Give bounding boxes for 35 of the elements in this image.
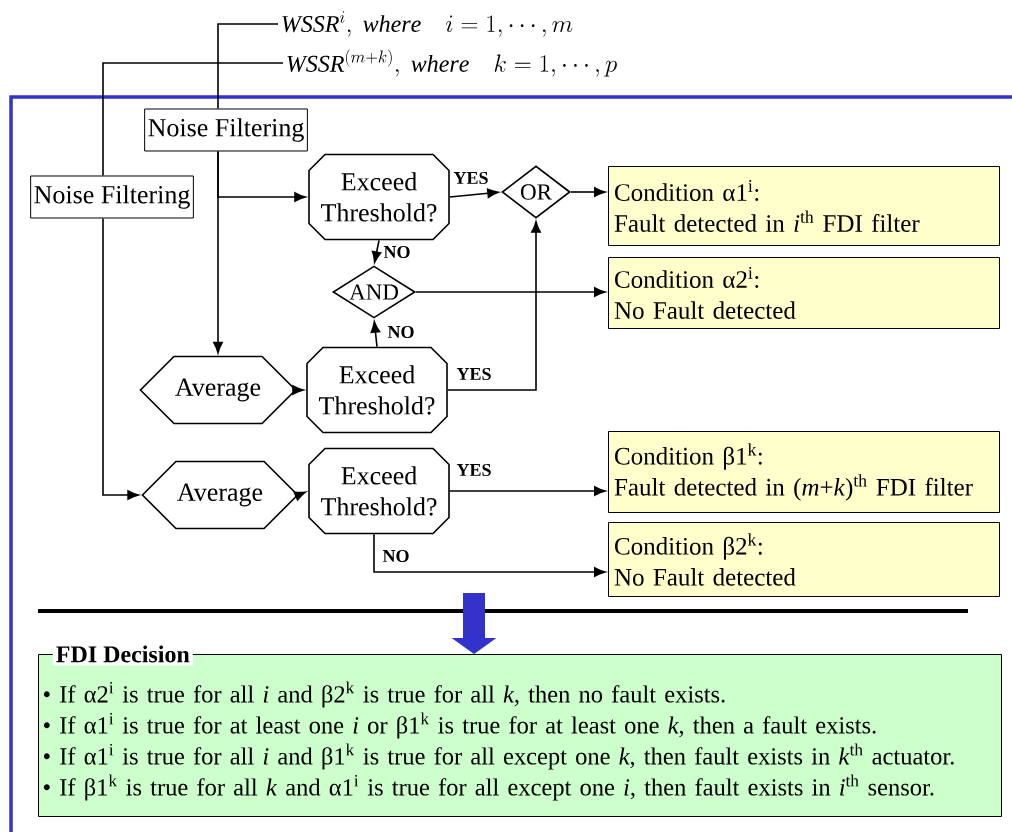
arrow xyxy=(370,321,381,348)
condition-box: Condition β2$^{k}$: No Fault detected xyxy=(608,522,1000,597)
condition-box: Condition β1$^{k}$: Fault detected in (m+k)$^{th}$ FDI filter xyxy=(608,431,1000,513)
decision-panel: • If α2$^{i}$ is true for all i and β2$^{k}$ is true for all k, then no fault exists. • If α1$^{i}$ is true for at least one i or β1$^{k}$ is true for at least one k, then a fault exists. • If α1$^{i}$ is true for all i and β1$^{k}$ is true for all except one k, then fault exists in k$^{th}$ actuator. • If β1$^{k}$ is true for all k and α1$^{i}$ is true for all except one i, then fault exists in i$^{th}$ sensor. FDI Decision xyxy=(38,642,1002,817)
arrow xyxy=(570,187,606,197)
heading: FDI Decision xyxy=(52,642,193,666)
decision-octagon: Exceed Threshold? xyxy=(308,153,450,241)
condition-box: Condition α1$^{i}$: Fault detected in i$^{th}$ FDI filter xyxy=(608,166,1000,246)
arrow xyxy=(293,491,307,501)
signal-formula: $\mathit{WSSR}^{i},\ \mathit{where}\quad i=1,\cdots,m$ xyxy=(282,11,573,37)
edge-label: YES xyxy=(452,170,490,186)
arrow xyxy=(373,533,606,577)
edge-label: YES xyxy=(455,366,493,382)
filter-box: Noise Filtering xyxy=(30,175,194,219)
arrow xyxy=(449,486,606,496)
edge-label: YES xyxy=(455,462,493,478)
decision-octagon: Exceed Threshold? xyxy=(308,447,450,535)
edge-label: NO xyxy=(381,548,411,564)
filter-box: Noise Filtering xyxy=(144,108,308,152)
connector-line xyxy=(102,62,284,177)
arrow xyxy=(449,188,499,199)
condition-box: Condition α2$^{i}$: No Fault detected xyxy=(608,257,1000,329)
connector-line xyxy=(217,23,279,110)
arrow xyxy=(213,150,223,354)
decision-octagon: Exceed Threshold? xyxy=(306,346,448,434)
arrow xyxy=(102,217,139,500)
edge-label: NO xyxy=(382,244,412,260)
arrow xyxy=(447,221,541,391)
average-hexagon: Average xyxy=(141,460,299,530)
signal-formula: $\mathit{WSSR}^{(m+k)},\ \mathit{where}\quad k=1,\cdots,p$ xyxy=(287,49,617,77)
arrow xyxy=(371,239,382,263)
arrow xyxy=(292,385,304,395)
average-hexagon: Average xyxy=(139,355,297,425)
arrow xyxy=(415,287,606,297)
edge-label: NO xyxy=(386,324,416,340)
